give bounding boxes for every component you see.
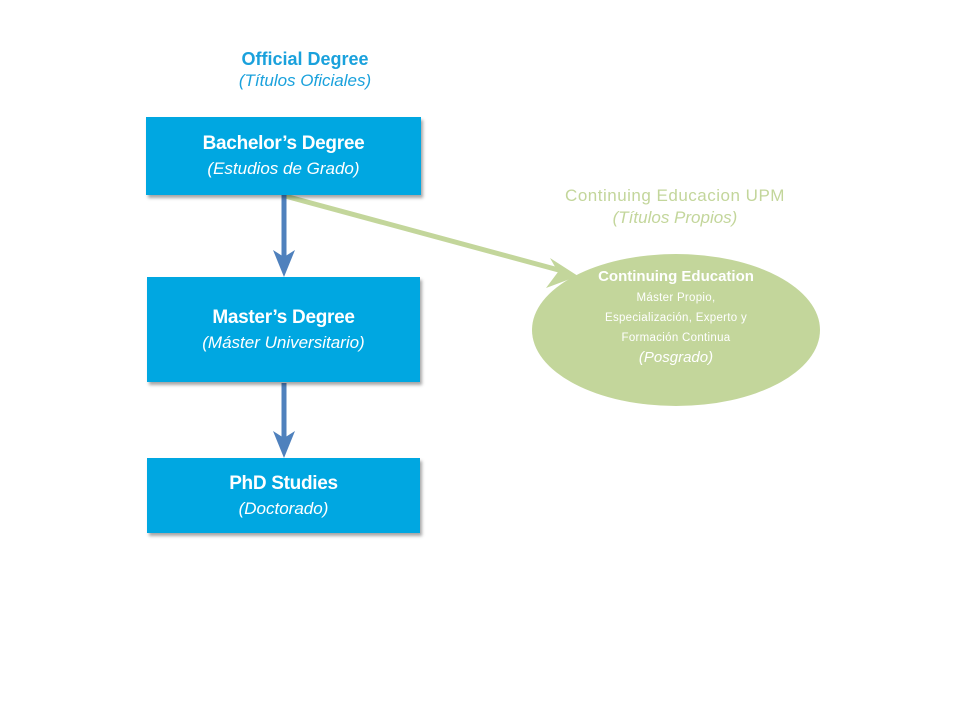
continuing-education-title: Continuing Education xyxy=(598,268,754,285)
arrowhead-master xyxy=(273,250,295,277)
continuing-education-ellipse-text: Continuing Education Máster Propio, Espe… xyxy=(560,266,792,368)
continuing-education-header-title: Continuing Educacion UPM xyxy=(565,186,785,205)
official-degree-header: Official Degree (Títulos Oficiales) xyxy=(190,48,420,92)
arrow-bachelor-to-continuing xyxy=(284,193,567,275)
continuing-education-line: Máster Propio, xyxy=(636,292,716,304)
master-degree-box: Master’s Degree (Máster Universitario) xyxy=(147,277,420,382)
phd-studies-title: PhD Studies xyxy=(229,472,338,494)
bachelor-degree-title: Bachelor’s Degree xyxy=(202,133,365,154)
phd-studies-box: PhD Studies (Doctorado) xyxy=(147,458,420,533)
continuing-education-subtitle: (Posgrado) xyxy=(638,349,714,366)
master-degree-title: Master’s Degree xyxy=(212,306,355,328)
phd-studies-subtitle: (Doctorado) xyxy=(238,498,329,518)
continuing-education-ellipse xyxy=(532,254,820,406)
continuing-education-header: Continuing Educacion UPM (Títulos Propio… xyxy=(530,185,820,229)
continuing-education-line: Especialización, Experto y xyxy=(604,312,748,324)
bachelor-degree-subtitle: (Estudios de Grado) xyxy=(207,159,360,178)
official-degree-title: Official Degree xyxy=(241,49,369,69)
continuing-education-header-subtitle: (Títulos Propios) xyxy=(612,208,738,227)
arrowhead-continuing xyxy=(546,258,578,288)
master-degree-subtitle: (Máster Universitario) xyxy=(202,332,365,352)
official-degree-subtitle: (Títulos Oficiales) xyxy=(238,71,372,90)
continuing-education-line: Formación Continua xyxy=(621,332,731,344)
bachelor-degree-box: Bachelor’s Degree (Estudios de Grado) xyxy=(146,117,421,195)
arrowhead-phd xyxy=(273,431,295,458)
